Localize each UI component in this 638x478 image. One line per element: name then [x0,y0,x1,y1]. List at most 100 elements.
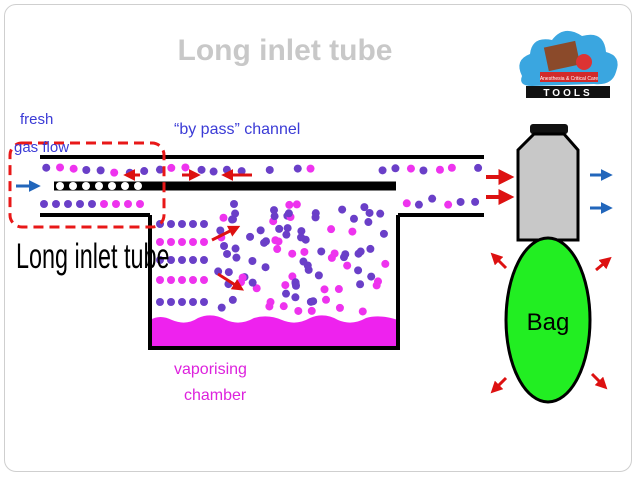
bag-arrow [490,376,508,394]
bypass-channel-label: “by pass” channel [174,121,300,138]
gas-molecule [270,206,279,215]
gas-molecule [365,208,374,217]
gas-molecule [419,166,428,175]
bag-arrow [490,252,508,270]
vaporising-label-line1: vaporising [174,361,247,378]
molecules [40,163,483,316]
gas-molecule [282,289,291,298]
fresh-gas-label-line1: fresh [20,111,53,128]
valve-body [516,132,580,242]
gas-molecule [209,167,218,176]
gas-molecule [252,284,261,293]
gas-molecule [231,209,240,218]
liquid-anaesthetic [150,315,398,348]
slide-title: Long inlet tube [177,34,393,67]
gas-molecule [228,295,237,304]
gas-molecule [275,224,284,233]
gas-molecule [167,256,175,264]
gas-molecule [228,215,237,224]
gas-molecule [274,237,283,246]
gas-molecule [447,163,456,172]
gas-molecule [200,238,208,246]
gas-molecule [414,200,423,209]
gas-molecule [156,298,164,306]
gas-molecule [140,167,149,176]
flow-arrow [217,272,245,291]
gas-molecule [297,233,306,242]
gas-molecule [178,238,186,246]
gas-molecule [435,165,444,174]
gas-molecule [358,307,367,316]
gas-molecule [317,247,326,256]
gas-molecule [444,200,453,209]
gas-molecule [134,182,142,190]
gas-molecule [76,200,84,208]
logo-caption-bg [526,86,610,98]
gas-molecule [56,182,64,190]
gas-molecule [219,213,228,222]
gas-molecule [406,164,415,173]
vaporising-label-line2: chamber [184,387,247,404]
fresh-gas-label-line2: gas flow [14,139,69,156]
gas-molecule [360,203,369,212]
gas-molecule [261,263,270,272]
gas-molecule [237,167,246,176]
inlet-highlight-box [8,141,166,229]
gas-molecule [231,244,240,253]
valve-cap [530,124,568,134]
gas-molecule [69,164,78,173]
diagram-labels: fresh gas flow “by pass” channel Long in… [14,111,300,404]
gas-molecule [178,256,186,264]
gas-molecule [220,242,229,251]
gas-molecule [273,245,282,254]
logo-book [543,40,581,72]
logo-small-text: Anesthesia & Critical Care [540,76,599,82]
gas-molecule [82,182,90,190]
gas-molecule [366,244,375,253]
gas-molecule [322,295,331,304]
gas-molecule [299,257,308,266]
flow-arrows [123,169,612,394]
gas-molecule [197,165,206,174]
gas-molecule [349,214,358,223]
gas-molecule [214,267,223,276]
gas-molecule [189,276,197,284]
gas-molecule [42,163,51,172]
gas-molecule [293,164,302,173]
gas-molecule [307,306,316,315]
gas-molecule [354,266,363,275]
gas-molecule [474,163,483,172]
gas-molecule [348,227,357,236]
gas-molecule [292,200,301,209]
vaporising-chamber [148,215,400,350]
gas-molecule [200,256,208,264]
gas-molecule [265,302,274,311]
gas-molecule [248,256,257,265]
gas-molecule [224,268,233,277]
gas-molecule [284,209,293,218]
gas-molecule [230,200,239,209]
gas-molecule [283,224,292,233]
gas-molecule [372,281,381,290]
gas-molecule [121,182,129,190]
gas-molecule [471,197,480,206]
gas-molecule [167,163,176,172]
gas-molecule [96,166,105,175]
gas-molecule [110,168,119,177]
gas-molecule [232,253,241,262]
bag-arrow [595,256,612,272]
gas-molecule [261,237,270,246]
gas-molecule [291,293,300,302]
gas-molecule [136,200,144,208]
gas-molecule [88,200,96,208]
gas-molecule [300,247,309,256]
blue-arrows [16,169,613,214]
gas-molecule [56,163,65,172]
gas-molecule [156,238,164,246]
logo-caption: TOOLS [543,88,592,99]
gas-molecule [112,200,120,208]
flow-arrow [211,225,241,242]
gas-molecule [223,249,232,258]
gas-molecule [338,205,347,214]
